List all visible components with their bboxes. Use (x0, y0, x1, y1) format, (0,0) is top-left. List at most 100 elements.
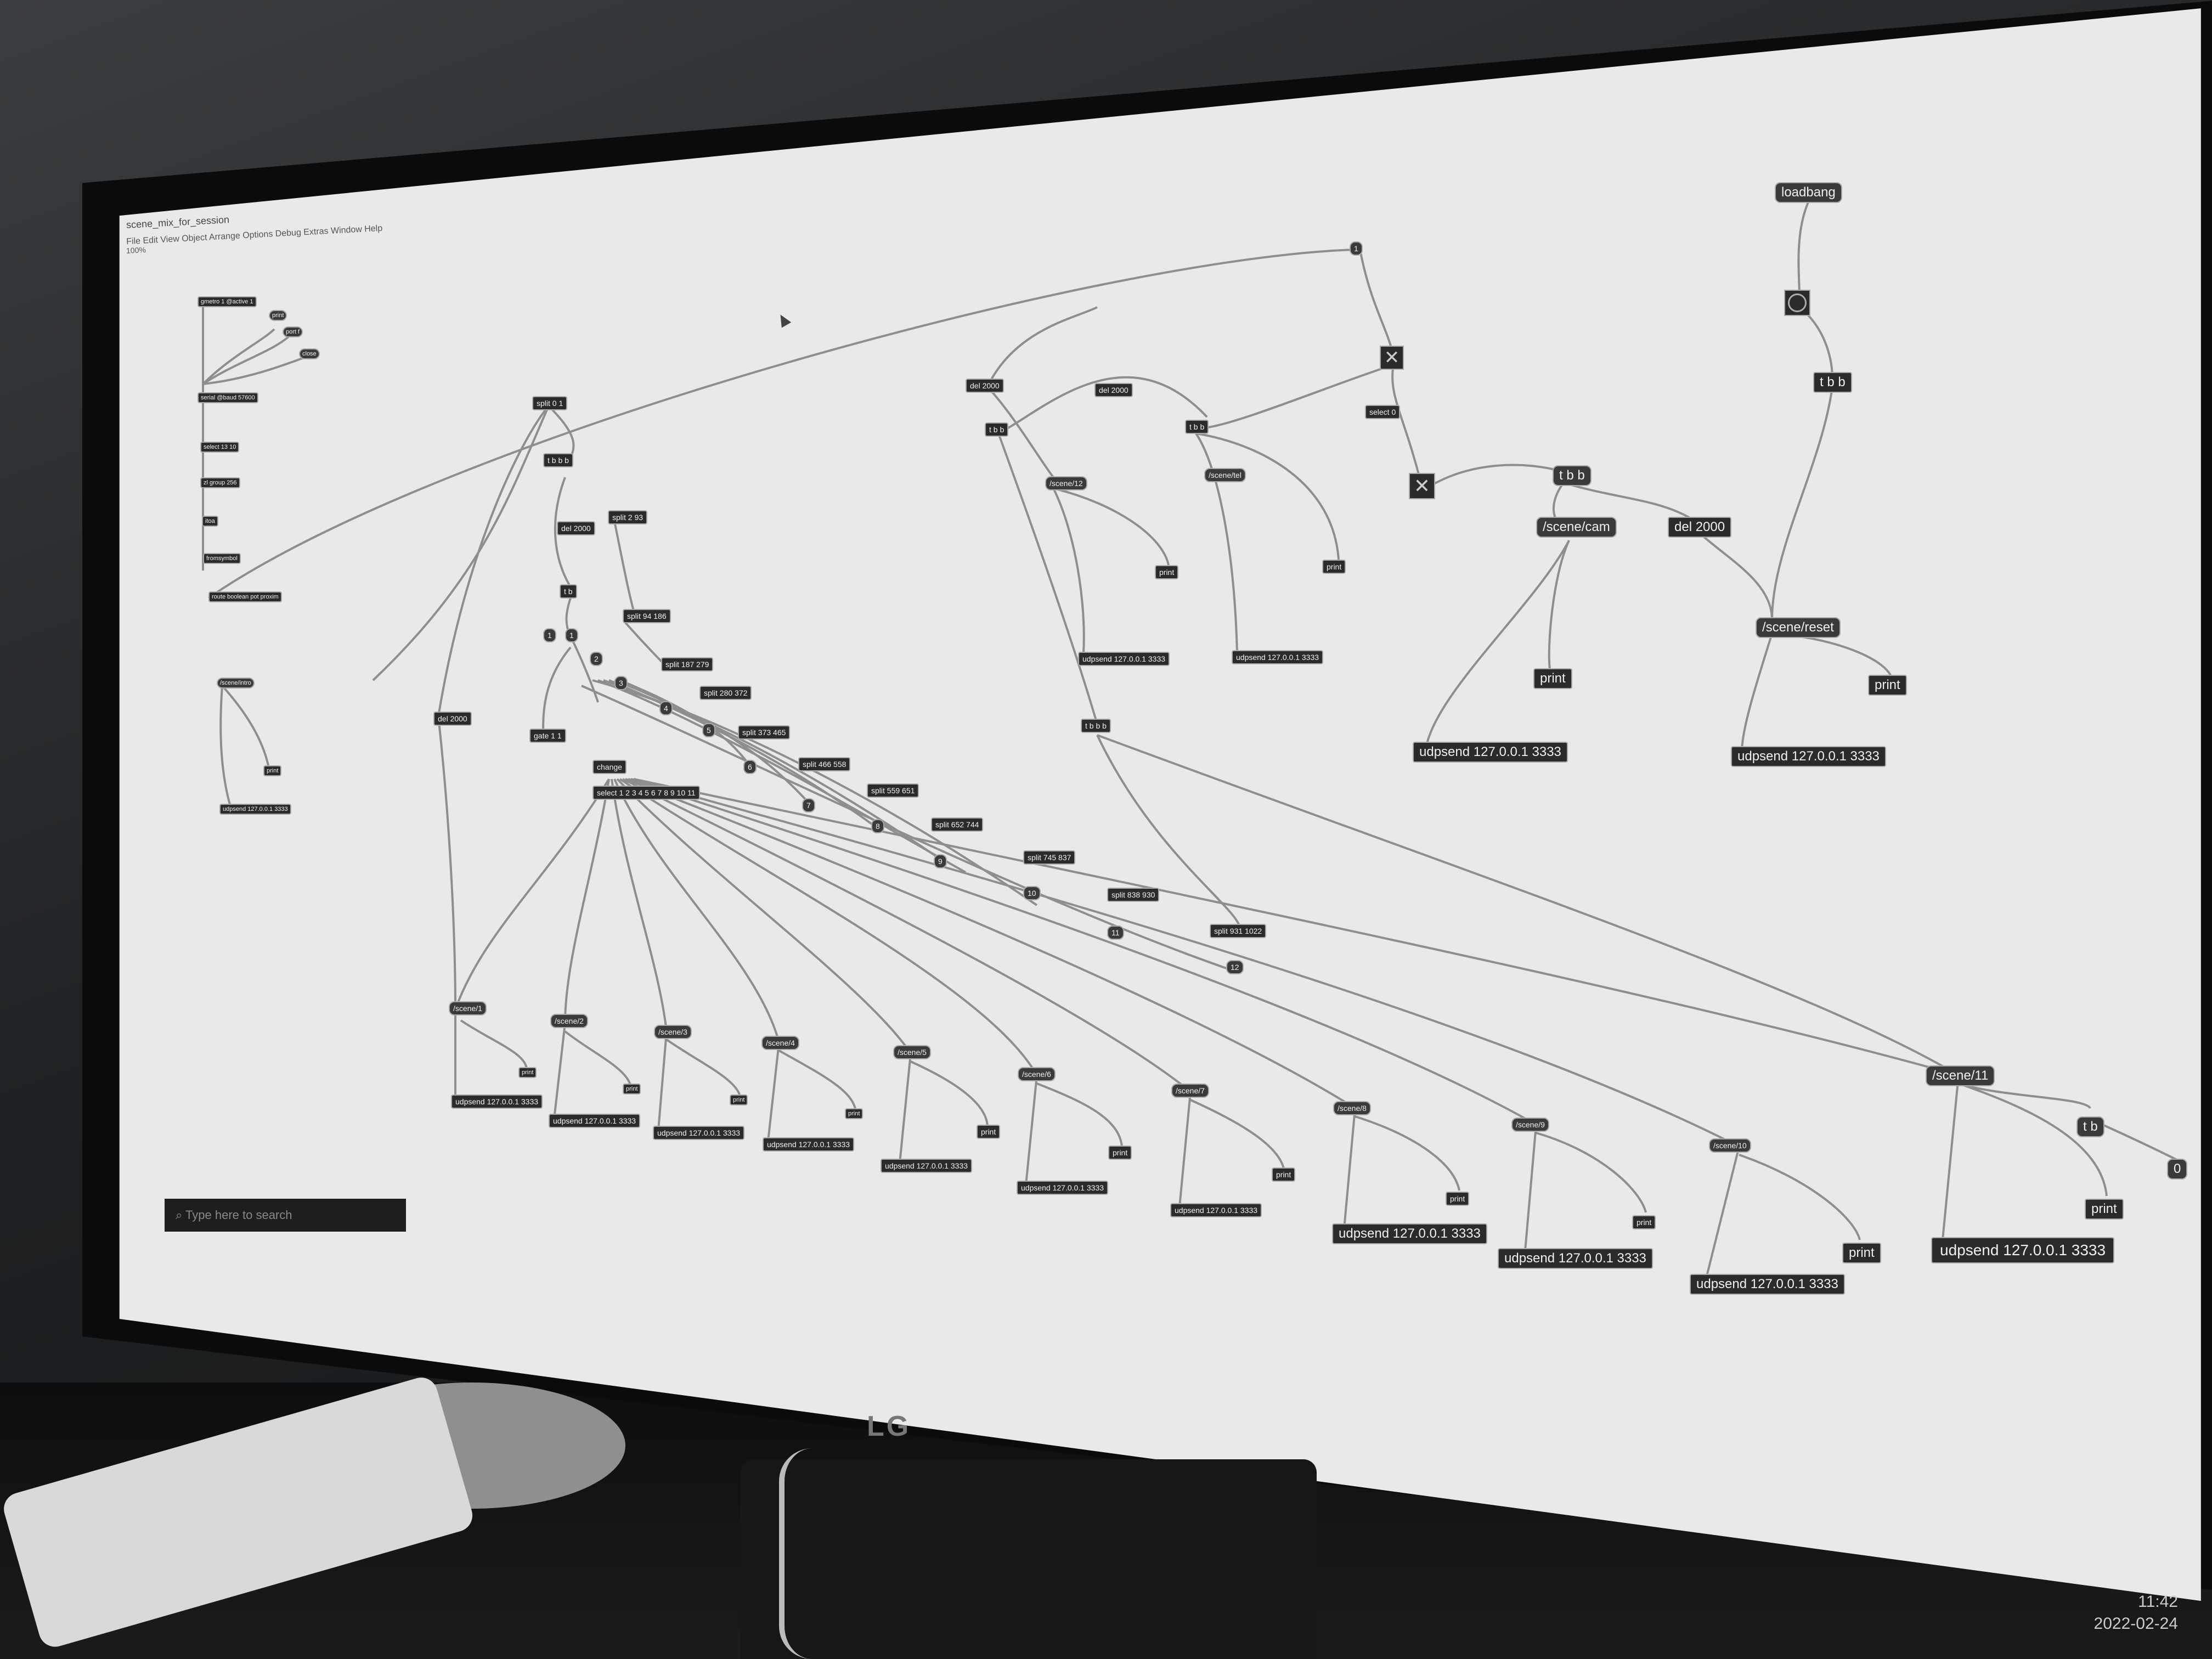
udpsend-11[interactable]: udpsend 127.0.0.1 3333 (1931, 1237, 2115, 1263)
msg-scene-9[interactable]: /scene/9 (1511, 1118, 1549, 1132)
msg-scene-intro[interactable]: /scene/intro (217, 678, 255, 689)
udpsend-intro[interactable]: udpsend 127.0.0.1 3333 (219, 804, 291, 815)
obj-itoa[interactable]: itoa (202, 516, 218, 527)
obj-del-2000-a[interactable]: del 2000 (966, 379, 1004, 393)
msg-print[interactable]: print (269, 310, 287, 321)
msg-scene-5[interactable]: /scene/5 (893, 1045, 931, 1059)
msg-num-5[interactable]: 5 (702, 723, 715, 737)
obj-split-745-837[interactable]: split 745 837 (1023, 850, 1076, 865)
udpsend-1[interactable]: udpsend 127.0.0.1 3333 (451, 1094, 543, 1109)
obj-zl-group[interactable]: zl group 256 (200, 477, 240, 488)
obj-gmetro[interactable]: gmetro 1 @active 1 (198, 296, 257, 307)
udpsend-9[interactable]: udpsend 127.0.0.1 3333 (1498, 1248, 1653, 1269)
msg-close[interactable]: close (299, 348, 320, 359)
obj-tb-left[interactable]: t b (560, 584, 577, 599)
print-8[interactable]: print (1446, 1192, 1470, 1206)
obj-del-2000-cam[interactable]: del 2000 (1668, 517, 1732, 538)
msg-scene-10[interactable]: /scene/10 (1709, 1138, 1751, 1153)
print-2[interactable]: print (623, 1084, 641, 1094)
udpsend-scene-reset[interactable]: udpsend 127.0.0.1 3333 (1731, 746, 1886, 767)
obj-split-652-744[interactable]: split 652 744 (931, 817, 984, 832)
print-3[interactable]: print (730, 1094, 748, 1105)
msg-num-4[interactable]: 4 (659, 701, 673, 715)
obj-split-466-558[interactable]: split 466 558 (798, 757, 851, 771)
obj-select-0[interactable]: select 0 (1365, 405, 1401, 419)
print-intro[interactable]: print (263, 765, 282, 776)
toggle-x-lower[interactable]: ✕ (1409, 473, 1435, 499)
obj-serial[interactable]: serial @baud 57600 (198, 392, 258, 403)
obj-split-559-651[interactable]: split 559 651 (867, 783, 919, 798)
obj-tbb-b[interactable]: t b b (1185, 420, 1209, 434)
msg-scene-3[interactable]: /scene/3 (654, 1025, 692, 1039)
obj-del-2000-left[interactable]: del 2000 (557, 521, 595, 535)
obj-select-13-10[interactable]: select 13 10 (200, 442, 240, 453)
msg-num-10[interactable]: 10 (1023, 886, 1041, 900)
msg-zero[interactable]: 0 (2167, 1159, 2188, 1180)
msg-scene-11[interactable]: /scene/11 (1926, 1065, 1995, 1086)
msg-scene-2[interactable]: /scene/2 (550, 1014, 588, 1028)
obj-split-931-1022[interactable]: split 931 1022 (1210, 924, 1267, 938)
print-4[interactable]: print (845, 1108, 864, 1119)
udpsend-scene-cam[interactable]: udpsend 127.0.0.1 3333 (1413, 742, 1568, 763)
msg-scene-8[interactable]: /scene/8 (1333, 1101, 1371, 1115)
obj-select-scenes[interactable]: select 1 2 3 4 5 6 7 8 9 10 11 (592, 786, 700, 800)
print-11[interactable]: print (2085, 1199, 2124, 1220)
msg-scene-reset[interactable]: /scene/reset (1756, 617, 1841, 638)
msg-scene-cam[interactable]: /scene/cam (1536, 517, 1617, 538)
msg-num-3[interactable]: 3 (614, 676, 628, 690)
obj-split-373-465[interactable]: split 373 465 (738, 725, 791, 740)
msg-num-11[interactable]: 11 (1107, 926, 1124, 940)
udpsend-10[interactable]: udpsend 127.0.0.1 3333 (1690, 1274, 1845, 1295)
udpsend-8[interactable]: udpsend 127.0.0.1 3333 (1332, 1223, 1487, 1244)
obj-gate[interactable]: gate 1 1 (529, 729, 566, 743)
obj-tbbb-right[interactable]: t b b b (1081, 719, 1111, 733)
obj-del-2000-b[interactable]: del 2000 (1094, 383, 1133, 397)
obj-fromsymbol[interactable]: fromsymbol (203, 553, 241, 564)
msg-num-9[interactable]: 9 (934, 854, 947, 868)
clock-date[interactable]: 2022-02-24 (2094, 1615, 2178, 1633)
msg-num-7[interactable]: 7 (802, 798, 815, 812)
msg-port[interactable]: port f (283, 326, 303, 337)
msg-scene-12[interactable]: /scene/12 (1045, 476, 1087, 490)
print-scene-12[interactable]: print (1155, 565, 1179, 579)
udpsend-7[interactable]: udpsend 127.0.0.1 3333 (1170, 1203, 1262, 1217)
msg-scene-7[interactable]: /scene/7 (1171, 1084, 1209, 1098)
obj-split-187-279[interactable]: split 187 279 (661, 657, 714, 672)
print-scene-cam[interactable]: print (1533, 668, 1572, 689)
msg-num-12[interactable]: 12 (1226, 960, 1244, 974)
msg-num-6[interactable]: 6 (743, 760, 757, 774)
msg-scene-4[interactable]: /scene/4 (761, 1036, 799, 1050)
msg-scene-6[interactable]: /scene/6 (1018, 1067, 1056, 1081)
msg-num-2[interactable]: 2 (590, 652, 603, 666)
msg-scene-1[interactable]: /scene/1 (449, 1001, 487, 1015)
obj-tb-11[interactable]: t b (2076, 1116, 2104, 1137)
print-10[interactable]: print (1842, 1243, 1881, 1263)
button-bang[interactable] (1784, 290, 1810, 316)
obj-split-838-930[interactable]: split 838 930 (1107, 888, 1160, 902)
obj-split-94-186[interactable]: split 94 186 (623, 609, 671, 623)
obj-loadbang[interactable]: loadbang (1775, 182, 1842, 203)
msg-scene-tel[interactable]: /scene/tel (1204, 468, 1246, 482)
print-scene-tel[interactable]: print (1322, 560, 1346, 574)
udpsend-2[interactable]: udpsend 127.0.0.1 3333 (549, 1114, 641, 1128)
udpsend-5[interactable]: udpsend 127.0.0.1 3333 (881, 1159, 973, 1173)
obj-change[interactable]: change (592, 760, 627, 774)
print-1[interactable]: print (518, 1067, 537, 1078)
msg-num-1a[interactable]: 1 (543, 628, 556, 642)
udpsend-scene-tel[interactable]: udpsend 127.0.0.1 3333 (1232, 650, 1324, 664)
print-9[interactable]: print (1632, 1215, 1656, 1229)
obj-tbb-a[interactable]: t b b (985, 422, 1009, 437)
obj-tbb-reset[interactable]: t b b (1813, 372, 1852, 393)
obj-tbbb-left[interactable]: t b b b (543, 453, 573, 467)
print-scene-reset[interactable]: print (1868, 675, 1907, 696)
udpsend-6[interactable]: udpsend 127.0.0.1 3333 (1017, 1181, 1109, 1195)
udpsend-4[interactable]: udpsend 127.0.0.1 3333 (763, 1137, 855, 1152)
obj-split-0-1[interactable]: split 0 1 (532, 396, 568, 410)
udpsend-scene-12[interactable]: udpsend 127.0.0.1 3333 (1078, 652, 1170, 666)
clock-time[interactable]: 11:42 (2138, 1593, 2178, 1611)
print-6[interactable]: print (1108, 1146, 1132, 1160)
msg-num-8[interactable]: 8 (871, 819, 884, 833)
obj-split-280-372[interactable]: split 280 372 (699, 686, 752, 700)
print-7[interactable]: print (1272, 1167, 1296, 1182)
print-5[interactable]: print (977, 1125, 1001, 1139)
